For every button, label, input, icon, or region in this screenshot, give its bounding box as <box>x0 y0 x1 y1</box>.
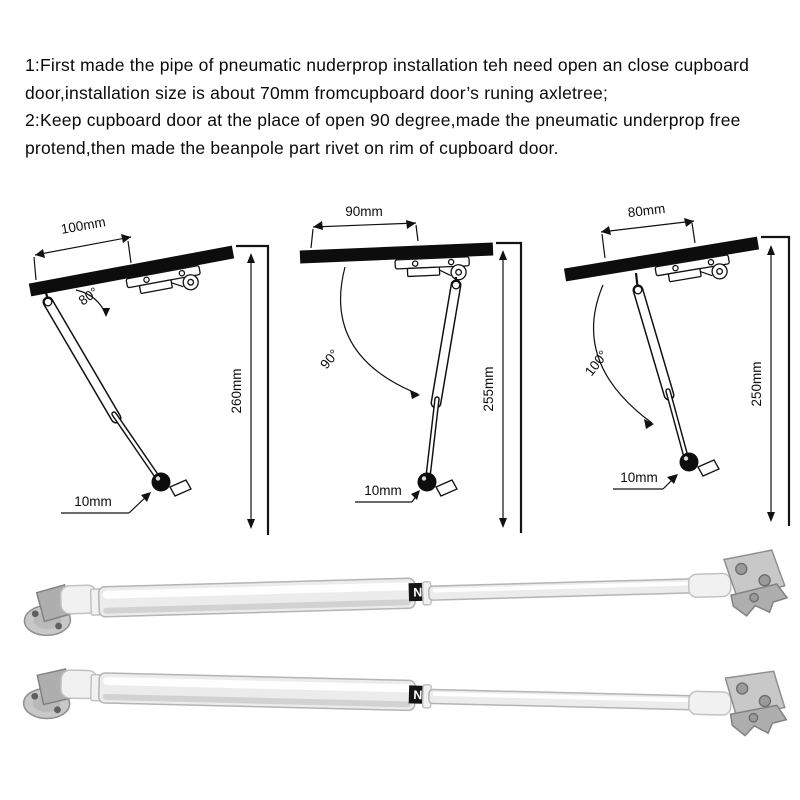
gas-strut-product-2: N <box>22 668 788 737</box>
ball-stud <box>679 452 699 472</box>
product-photos: N N <box>22 549 789 737</box>
strut-brand-tag-label: N <box>413 688 422 702</box>
width-dimension: 90mm <box>310 204 419 249</box>
strut-rod <box>428 688 696 711</box>
gas-strut-drawing <box>42 292 192 497</box>
offset-dimension-label: 10mm <box>74 494 112 509</box>
ball-stud <box>417 472 437 492</box>
height-dimension-label: 260mm <box>229 368 244 413</box>
installation-diagram-100: 80mm 100° <box>563 201 791 526</box>
width-dimension-label: 80mm <box>627 201 666 220</box>
gas-strut-drawing <box>632 272 720 477</box>
offset-dimension-label: 10mm <box>620 470 658 485</box>
offset-dimension: 10mm <box>355 483 420 503</box>
right-ball-socket <box>687 690 732 716</box>
width-dimension-label: 100mm <box>60 214 107 237</box>
offset-dimension: 10mm <box>61 492 151 514</box>
door-panel <box>563 236 760 282</box>
strut-cylinder <box>98 672 416 712</box>
offset-dimension-label: 10mm <box>364 483 402 498</box>
cabinet-side-line <box>761 235 791 526</box>
angle-annotation: 90° <box>317 266 420 399</box>
ball-mount-bracket <box>169 479 192 497</box>
instruction-step-1: 1:First made the pipe of pneumatic nuder… <box>25 55 750 103</box>
strut-cylinder <box>97 577 416 618</box>
angle-label: 90° <box>317 346 342 371</box>
height-dimension-label: 255mm <box>481 366 496 411</box>
gas-strut-drawing <box>417 277 462 497</box>
right-ball-socket <box>687 572 732 598</box>
right-mount-bracket <box>723 549 789 617</box>
width-dimension-label: 90mm <box>345 204 383 219</box>
hinge-drawing <box>125 265 201 295</box>
angle-annotation: 80° <box>76 284 110 317</box>
width-dimension: 80mm <box>600 201 696 259</box>
hinge-drawing <box>654 254 730 283</box>
ball-stud <box>151 472 171 492</box>
strut-rod <box>427 578 696 601</box>
height-dimension: 260mm <box>229 253 255 529</box>
angle-label: 80° <box>76 284 101 308</box>
height-dimension-label: 250mm <box>749 361 764 406</box>
right-mount-bracket <box>724 670 788 737</box>
cabinet-side-line <box>236 244 270 535</box>
installation-instructions: 1:First made the pipe of pneumatic nuder… <box>25 52 777 163</box>
strut-brand-tag-label: N <box>413 585 422 599</box>
gas-strut-product-1: N <box>23 549 789 637</box>
offset-dimension: 10mm <box>613 470 678 490</box>
hinge-drawing <box>394 256 470 281</box>
height-dimension: 250mm <box>749 245 775 522</box>
installation-diagrams: 100mm 80° <box>28 201 791 535</box>
installation-diagram-80: 100mm 80° <box>28 214 270 535</box>
door-panel <box>28 245 235 297</box>
ball-mount-bracket <box>697 459 720 477</box>
instruction-step-2: 2:Keep cupboard door at the place of ope… <box>25 110 741 158</box>
ball-mount-bracket <box>435 479 458 497</box>
height-dimension: 255mm <box>481 250 507 528</box>
door-panel <box>299 242 494 264</box>
cabinet-side-line <box>496 241 523 533</box>
installation-diagram-90: 90mm 90° <box>299 204 523 533</box>
